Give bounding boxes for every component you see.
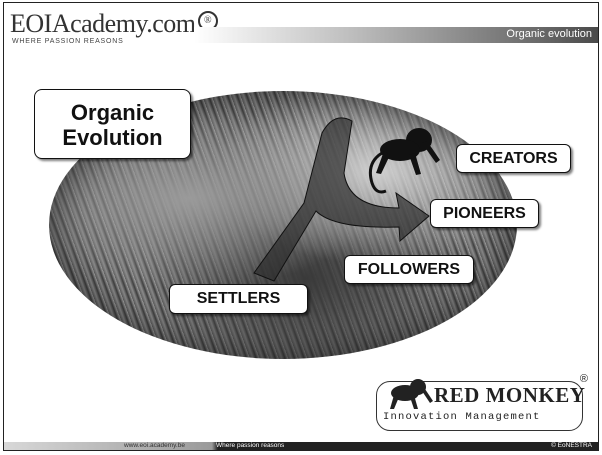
footer-copyright: © EoNESTRA [551, 442, 592, 449]
slide: EOIAcademy.com® WHERE PASSION REASONS Or… [3, 2, 599, 451]
label-settlers: SETTLERS [169, 284, 308, 314]
footer-url[interactable]: www.eoi.academy.be [124, 442, 185, 449]
footer: www.eoi.academy.be Where passion reasons… [4, 442, 598, 450]
red-monkey-logo[interactable]: RED MONKEY Innovation Management ® [368, 373, 588, 435]
red-monkey-icon [390, 379, 433, 409]
brand-name: RED MONKEY [434, 383, 586, 407]
label-pioneers: PIONEERS [430, 199, 539, 228]
registered-mark: ® [579, 373, 588, 385]
logo-tagline: WHERE PASSION REASONS [12, 38, 124, 45]
footer-slogan: Where passion reasons [216, 442, 285, 449]
label-creators: CREATORS [456, 144, 571, 173]
logo-frame [376, 381, 583, 431]
header-gradient-bar [194, 27, 598, 43]
eoi-academy-logo[interactable]: EOIAcademy.com® [10, 9, 218, 39]
header: EOIAcademy.com® WHERE PASSION REASONS Or… [4, 3, 598, 59]
header-title: Organic evolution [506, 28, 592, 40]
logo-text: EOIAcademy.com [10, 9, 196, 38]
brand-subtitle: Innovation Management [380, 411, 544, 423]
label-followers: FOLLOWERS [344, 255, 474, 284]
